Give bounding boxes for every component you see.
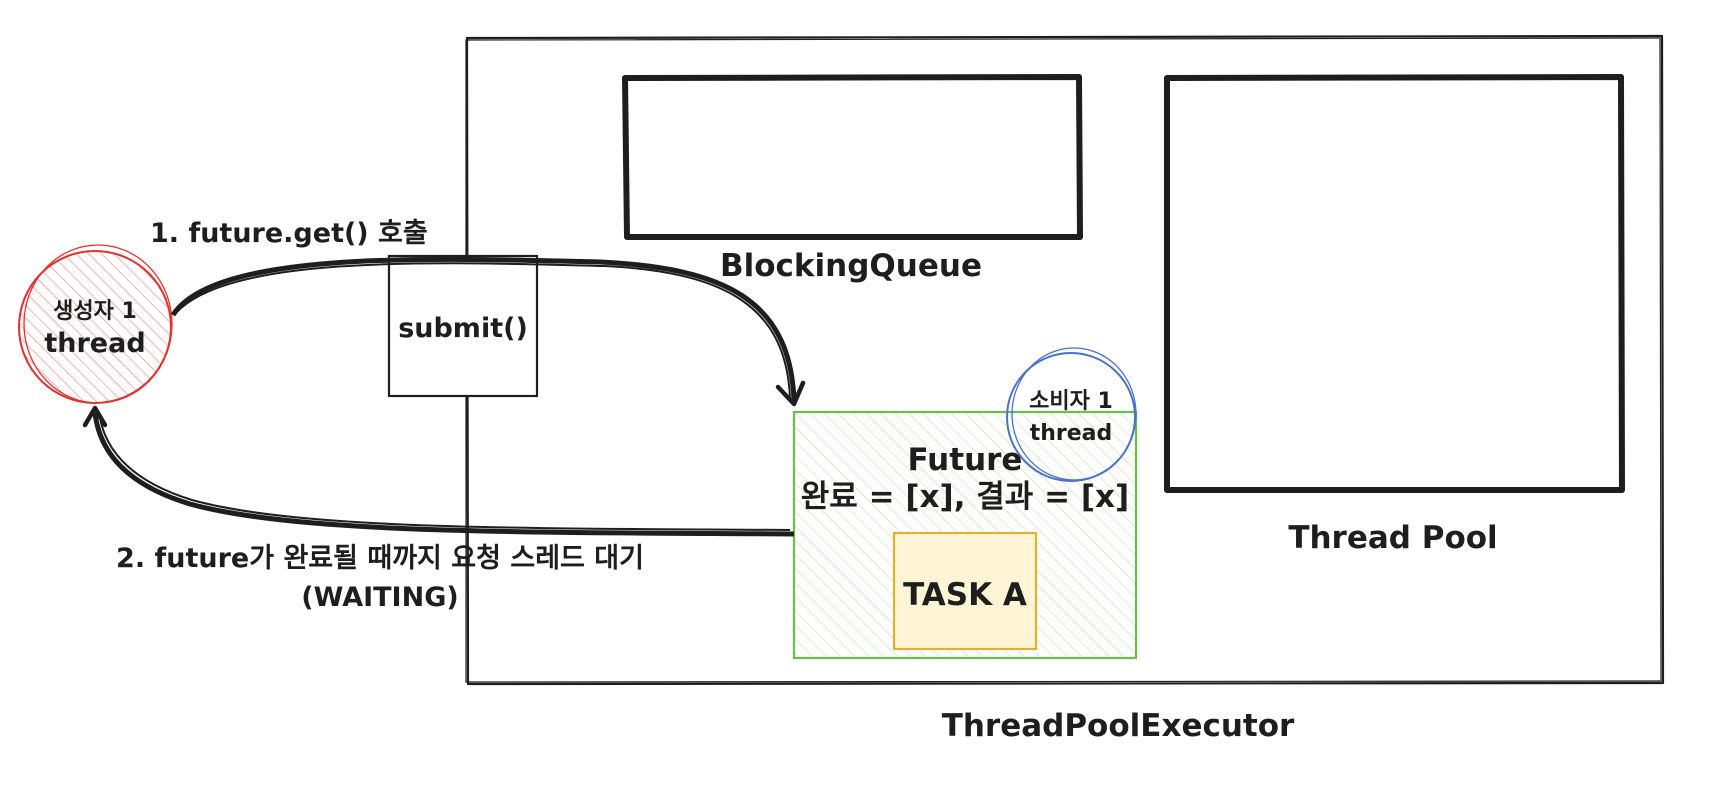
call-arrow: [170, 256, 806, 407]
wait-arrow-label-line2: (WAITING): [301, 582, 458, 613]
future-status: 완료 = [x], 결과 = [x]: [801, 479, 1129, 515]
consumer-label-line2: thread: [1030, 421, 1113, 446]
executor-label: ThreadPoolExecutor: [942, 708, 1295, 744]
future-title: Future: [908, 442, 1023, 478]
blocking-queue-label: BlockingQueue: [720, 248, 982, 284]
producer-thread-circle: [18, 244, 173, 404]
wait-arrow: [82, 405, 795, 537]
producer-label-line2: thread: [44, 328, 145, 359]
consumer-label-line1: 소비자 1: [1029, 389, 1113, 414]
task-box: [892, 531, 1038, 651]
consumer-thread-circle: [1006, 347, 1137, 482]
thread-pool-box: [1164, 74, 1625, 493]
producer-label-line1: 생성자 1: [53, 299, 137, 324]
thread-pool-executor-box: [465, 34, 1665, 686]
submit-label: submit(): [398, 313, 528, 344]
blocking-queue-box: [622, 74, 1083, 240]
submit-box: [387, 254, 539, 398]
call-arrow-label: 1. future.get() 호출: [150, 218, 428, 249]
task-label: TASK A: [903, 577, 1027, 613]
thread-pool-label: Thread Pool: [1288, 520, 1497, 556]
wait-arrow-label-line1: 2. future가 완료될 때까지 요청 스레드 대기: [116, 543, 644, 574]
